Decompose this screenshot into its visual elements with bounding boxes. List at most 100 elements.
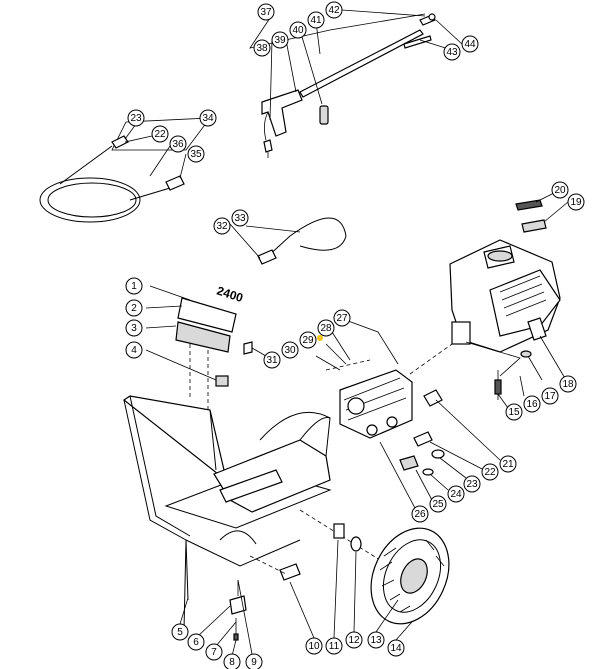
- callout-circle: [523, 395, 541, 413]
- callout-circle: [505, 403, 523, 421]
- callout-circle: [281, 341, 299, 359]
- callout-label: 31: [266, 355, 278, 366]
- callout-label: 7: [211, 647, 217, 658]
- callout-9: 9: [245, 653, 263, 669]
- engine: [449, 189, 569, 409]
- callout-label: 9: [251, 657, 257, 668]
- callout-label: 26: [414, 509, 426, 520]
- callout-label: 36: [172, 139, 184, 150]
- callout-label: 8: [229, 657, 235, 668]
- callout-4: 4: [125, 341, 143, 359]
- callout-circle: [305, 637, 323, 655]
- callout-30: 30: [281, 341, 299, 359]
- callout-label: 43: [446, 47, 458, 58]
- callout-13: 13: [367, 631, 385, 649]
- callout-label: 12: [348, 635, 360, 646]
- callout-31: 31: [263, 351, 281, 369]
- callout-circle: [325, 1, 343, 19]
- callout-circle: [125, 277, 143, 295]
- callout-circle: [171, 623, 189, 641]
- callout-6: 6: [187, 633, 205, 651]
- callout-circle: [271, 31, 289, 49]
- callout-8: 8: [223, 653, 241, 669]
- callout-label: 37: [260, 7, 272, 18]
- callout-44: 44: [461, 35, 479, 53]
- callout-23a: 23: [463, 475, 481, 493]
- callout-14: 14: [387, 639, 405, 657]
- callout-28: 28: [317, 319, 335, 337]
- callout-circle: [461, 35, 479, 53]
- callout-label: 38: [256, 43, 268, 54]
- callout-label: 16: [526, 399, 538, 410]
- callout-circle: [213, 217, 231, 235]
- callout-label: 21: [502, 459, 514, 470]
- callout-22b: 22: [151, 125, 169, 143]
- callout-circle: [127, 109, 145, 127]
- callout-label: 17: [544, 391, 556, 402]
- callout-circle: [367, 631, 385, 649]
- callout-circle: [307, 11, 325, 29]
- callout-label: 41: [310, 15, 322, 26]
- callout-label: 18: [562, 379, 574, 390]
- callout-circle: [317, 319, 335, 337]
- callout-circle: [345, 631, 363, 649]
- callout-16: 16: [523, 395, 541, 413]
- callout-17: 17: [541, 387, 559, 405]
- callout-label: 3: [131, 323, 137, 334]
- callout-label: 30: [284, 345, 296, 356]
- inlet-hose: [229, 217, 347, 265]
- callout-34: 34: [199, 109, 217, 127]
- callout-label: 1: [131, 281, 137, 292]
- callout-39: 39: [271, 31, 289, 49]
- callout-2: 2: [125, 299, 143, 317]
- callout-label: 40: [292, 25, 304, 36]
- callout-circle: [333, 309, 351, 327]
- callout-circle: [125, 299, 143, 317]
- callout-38: 38: [253, 39, 271, 57]
- callout-circle: [253, 39, 271, 57]
- callout-circle: [199, 109, 217, 127]
- callout-label: 22: [154, 129, 166, 140]
- callout-circle: [187, 145, 205, 163]
- callout-18: 18: [559, 375, 577, 393]
- callout-label: 2: [131, 303, 137, 314]
- callout-circle: [263, 351, 281, 369]
- callout-label: 11: [329, 641, 340, 652]
- callout-circle: [151, 125, 169, 143]
- callout-label: 29: [302, 335, 314, 346]
- callout-label: 14: [390, 643, 402, 654]
- callout-label: 35: [190, 149, 202, 160]
- callout-label: 4: [131, 345, 137, 356]
- callout-15: 15: [505, 403, 523, 421]
- callout-circle: [257, 3, 275, 21]
- callout-label: 23: [466, 479, 478, 490]
- callout-circle: [223, 653, 241, 669]
- callout-circle: [289, 21, 307, 39]
- wheel: [370, 527, 450, 633]
- callout-19: 19: [567, 193, 585, 211]
- callout-label: 28: [320, 323, 332, 334]
- callout-circle: [299, 331, 317, 349]
- callout-21: 21: [499, 455, 517, 473]
- callout-29: 29: [299, 331, 317, 349]
- callout-label: 27: [336, 313, 348, 324]
- callout-label: 44: [464, 39, 476, 50]
- callout-label: 13: [370, 635, 382, 646]
- callout-23b: 23: [127, 109, 145, 127]
- callout-label: 20: [554, 185, 566, 196]
- callout-circle: [551, 181, 569, 199]
- callout-circle: [411, 505, 429, 523]
- pump: [315, 317, 501, 511]
- callout-label: 5: [177, 627, 183, 638]
- callout-10: 10: [305, 637, 323, 655]
- callout-37: 37: [257, 3, 275, 21]
- callout-27: 27: [333, 309, 351, 327]
- callout-label: 6: [193, 637, 199, 648]
- callout-3: 3: [125, 319, 143, 337]
- callout-circle: [125, 341, 143, 359]
- callout-41: 41: [307, 11, 325, 29]
- callout-label: 23: [130, 113, 142, 124]
